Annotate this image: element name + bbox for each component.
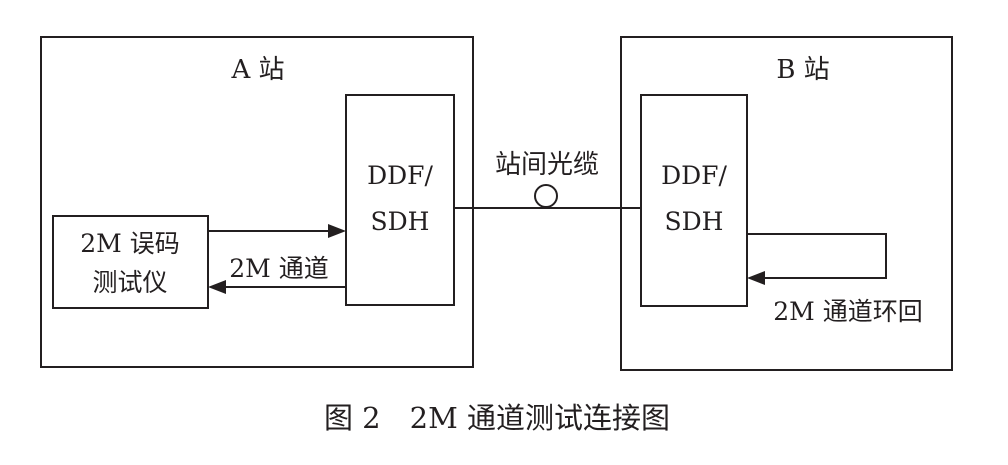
error-tester-label-line2: 测试仪 (92, 268, 167, 297)
station-a-ddf-label-line1: DDF/ (367, 161, 433, 190)
station-b-title: B 站 (776, 55, 829, 85)
station-b-ddf-label-line1: DDF/ (661, 161, 727, 190)
figure-caption: 图 2 2M 通道测试连接图 (324, 401, 670, 435)
station-a-ddf-box (345, 94, 455, 306)
station-a-frame (40, 36, 474, 368)
station-b: B 站 DDF/ SDH 2M 通道环回 (620, 36, 953, 371)
cable-label: 站间光缆 (495, 150, 599, 180)
ddf-to-tester-arrow (208, 280, 226, 294)
loopback-path (747, 233, 887, 279)
error-tester-label-line1: 2M 误码 (80, 229, 179, 258)
loopback-arrow (747, 271, 765, 285)
station-a-title: A 站 (230, 55, 284, 85)
station-b-ddf-label-line2: SDH (665, 207, 724, 236)
error-tester-box (52, 215, 209, 309)
tester-to-ddf-arrow (328, 224, 346, 238)
station-b-ddf-box (640, 94, 748, 307)
inter-station-cable: 站间光缆 (454, 150, 641, 209)
station-a: A 站 DDF/ SDH 2M 误码 测试仪 2M 通道 (40, 36, 474, 368)
station-b-frame (620, 36, 953, 371)
station-a-ddf-label-line2: SDH (371, 207, 430, 236)
station-a-channel-label: 2M 通道 (229, 254, 328, 283)
loopback-label: 2M 通道环回 (773, 297, 922, 326)
cable-node-circle (534, 184, 558, 208)
